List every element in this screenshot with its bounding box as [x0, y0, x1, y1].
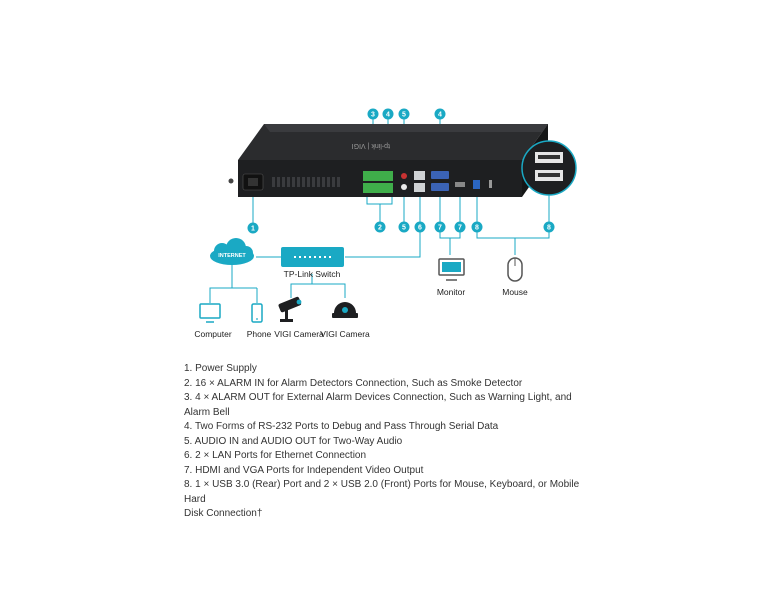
- svg-text:7: 7: [458, 225, 462, 232]
- svg-text:4: 4: [438, 112, 442, 119]
- feature-item: 5. AUDIO IN and AUDIO OUT for Two-Way Au…: [184, 435, 403, 447]
- ground-screw: [489, 180, 492, 188]
- lan-ports: [414, 171, 425, 192]
- badge-7-vga: 7: [434, 221, 446, 233]
- svg-text:2: 2: [378, 225, 382, 232]
- svg-text:8: 8: [547, 225, 551, 232]
- vigi-camera-bullet-label: VIGI Camera: [274, 329, 324, 339]
- svg-text:3: 3: [371, 112, 375, 119]
- badge-4-top: 4: [382, 108, 394, 120]
- switch-label: TP-Link Switch: [284, 269, 341, 279]
- computer-icon: [199, 303, 221, 323]
- computer-label: Computer: [194, 329, 231, 339]
- tp-link-switch-icon: [281, 247, 344, 267]
- badge-8-rear: 8: [471, 221, 483, 233]
- alarm-terminal-blocks: [363, 171, 393, 193]
- feature-item: 6. 2 × LAN Ports for Ethernet Connection: [184, 450, 367, 461]
- svg-text:1: 1: [251, 226, 255, 233]
- badge-1: 1: [247, 222, 259, 234]
- svg-text:7: 7: [438, 225, 442, 232]
- brand-text: tp-link | VIGI: [352, 142, 390, 149]
- internet-cloud-icon: INTERNET: [210, 238, 254, 265]
- badge-4-top-right: 4: [434, 108, 446, 120]
- nvr-device: tp-link | VIGI: [228, 124, 548, 197]
- mouse-icon: [507, 257, 523, 282]
- mouse-label: Mouse: [502, 287, 528, 297]
- callout-lines: [209, 119, 550, 303]
- badge-8-front: 8: [543, 221, 555, 233]
- feature-item: 7. HDMI and VGA Ports for Independent Vi…: [184, 464, 424, 476]
- hdmi-port: [455, 182, 465, 187]
- badge-6: 6: [414, 221, 426, 233]
- turret-camera-icon: [332, 302, 358, 318]
- svg-text:5: 5: [402, 225, 406, 232]
- svg-text:5: 5: [402, 112, 406, 119]
- badge-2: 2: [374, 221, 386, 233]
- phone-label: Phone: [247, 329, 272, 339]
- feature-item: 3. 4 × ALARM OUT for External Alarm Devi…: [184, 392, 572, 418]
- svg-text:4: 4: [386, 112, 390, 119]
- internet-label: INTERNET: [218, 253, 246, 259]
- monitor-label: Monitor: [437, 287, 466, 297]
- feature-item: 8. 1 × USB 3.0 (Rear) Port and 2 × USB 2…: [184, 479, 580, 505]
- badge-5-bottom: 5: [398, 221, 410, 233]
- svg-text:6: 6: [418, 225, 422, 232]
- badge-7-hdmi: 7: [454, 221, 466, 233]
- vigi-camera-turret-label: VIGI Camera: [320, 329, 370, 339]
- vga-rs232-ports: [431, 171, 449, 191]
- power-switch: [228, 178, 234, 184]
- feature-item: 4. Two Forms of RS-232 Ports to Debug an…: [184, 421, 499, 432]
- feature-item: Disk Connection†: [184, 508, 263, 519]
- usb3-port: [473, 180, 480, 189]
- bullet-camera-icon: [278, 296, 302, 322]
- badge-3-top: 3: [367, 108, 379, 120]
- feature-list: 1. Power Supply 2. 16 × ALARM IN for Ala…: [184, 362, 594, 522]
- callout-badges: 3 4 5 4 1 2 5 6 7 7 8 8: [247, 108, 555, 234]
- audio-ports: [401, 173, 407, 190]
- badge-5-top: 5: [398, 108, 410, 120]
- connection-diagram: tp-link | VIGI: [194, 108, 577, 339]
- feature-item: 2. 16 × ALARM IN for Alarm Detectors Con…: [184, 377, 523, 389]
- front-usb-zoom: [521, 140, 577, 196]
- vent-grille: [272, 177, 340, 187]
- svg-text:8: 8: [475, 225, 479, 232]
- phone-icon: [251, 303, 263, 323]
- feature-item: 1. Power Supply: [184, 363, 257, 374]
- monitor-icon: [438, 258, 465, 281]
